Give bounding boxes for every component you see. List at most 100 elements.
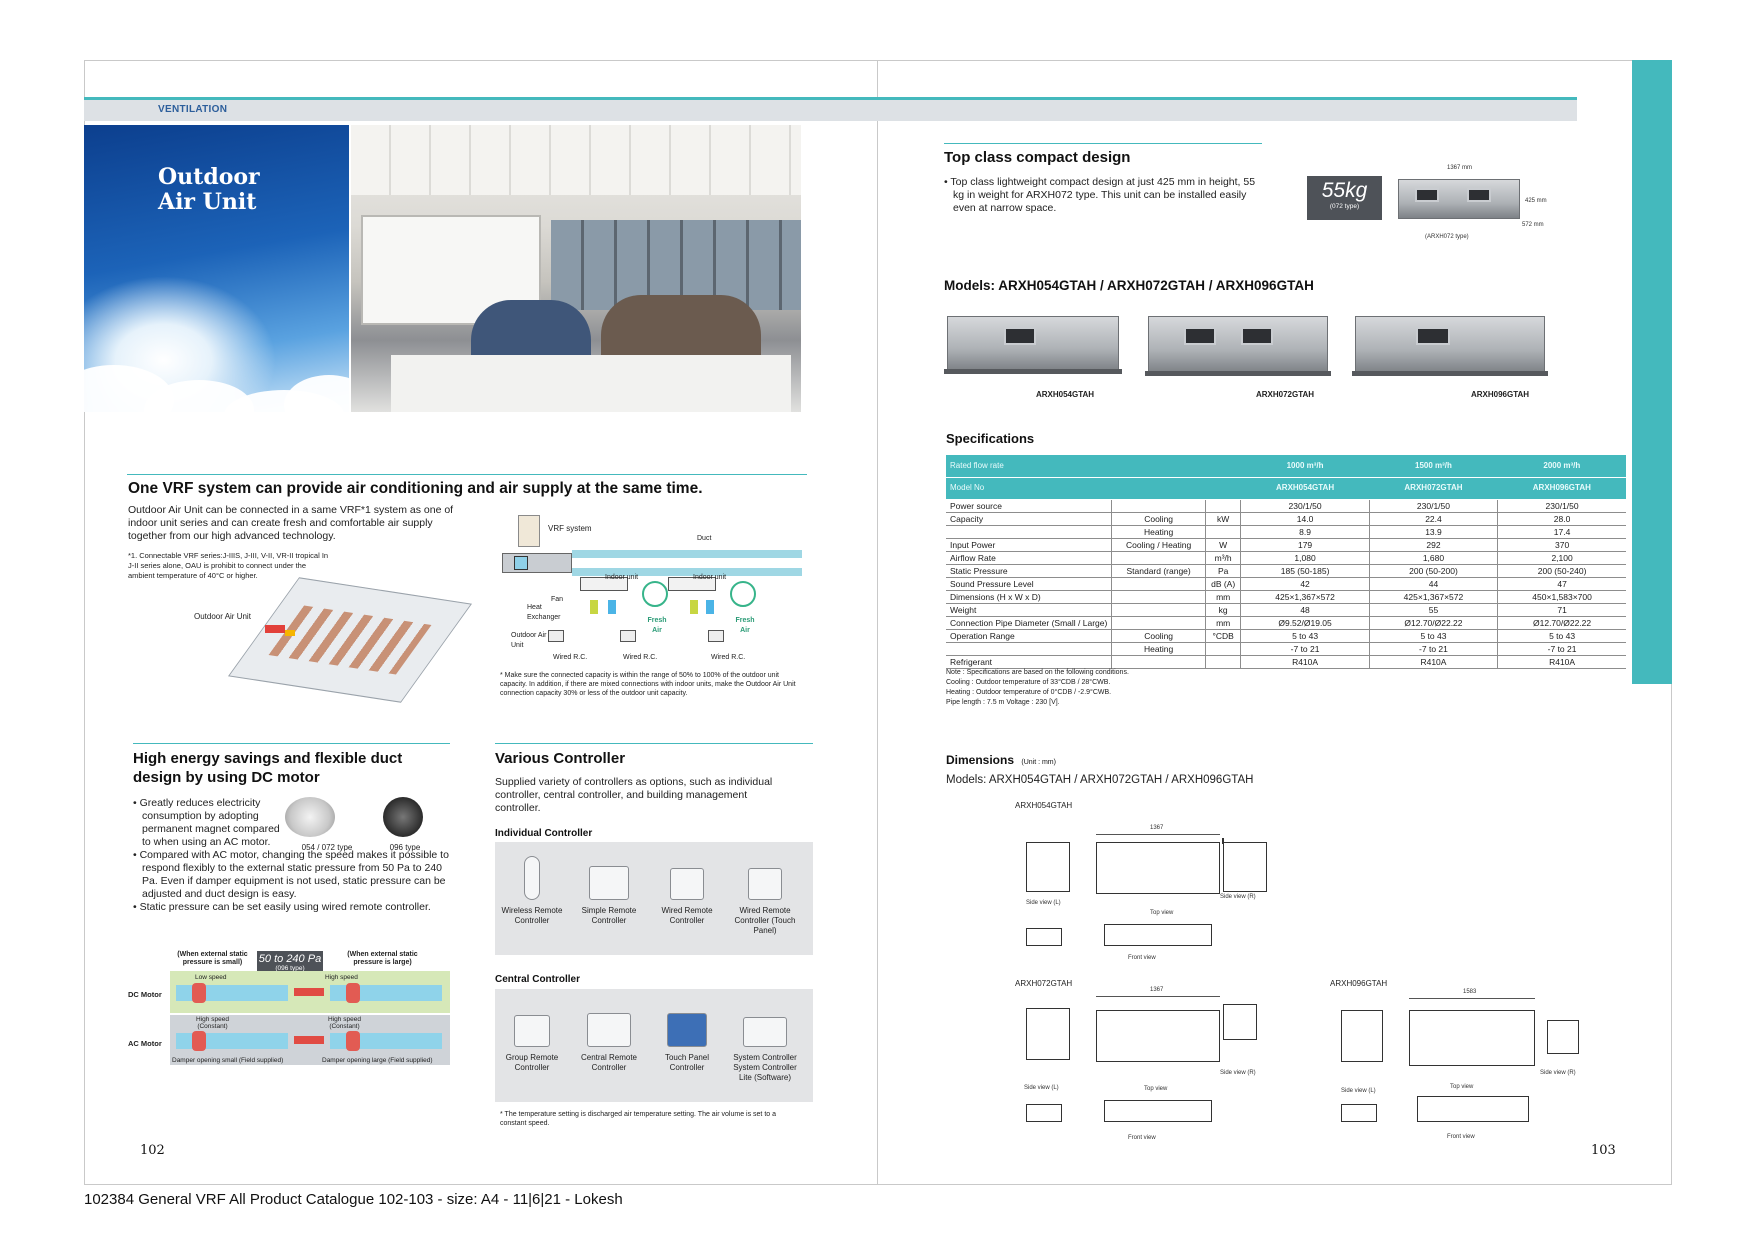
unit-image-096 — [1352, 316, 1548, 376]
central-controller-title: Central Controller — [495, 974, 581, 985]
individual-controller-panel: Wireless Remote Controller Simple Remote… — [495, 842, 813, 955]
model-no-096: ARXH096GTAH — [1497, 477, 1626, 500]
spec-cell-v0: Ø9.52/Ø19.05 — [1240, 616, 1370, 630]
model-no-072: ARXH072GTAH — [1369, 477, 1498, 500]
spec-cell-unit: Pa — [1204, 564, 1241, 578]
spec-cell-label — [946, 642, 1112, 656]
spec-cell-v1: R410A — [1368, 655, 1498, 669]
dc-motor-image-054 — [285, 797, 335, 837]
spec-cell-label: Refrigerant — [946, 655, 1112, 669]
spec-cell-sub — [1111, 499, 1206, 513]
diagram-outdoor-air-unit-label: Outdoor Air Unit — [511, 632, 547, 649]
section-tag: VENTILATION — [158, 104, 228, 115]
page-number-left: 102 — [140, 1143, 165, 1158]
spec-cell-label: Airflow Rate — [946, 551, 1112, 565]
spec-cell-v0: 48 — [1240, 603, 1370, 617]
weight-badge: 55kg (072 type) — [1307, 176, 1382, 220]
wired-remote-controller: Wired Remote Controller — [651, 868, 723, 926]
spec-row: Connection Pipe Diameter (Small / Large)… — [946, 616, 1626, 630]
diagram-fresh-air-label-2: Fresh Air — [735, 617, 755, 634]
central-controller-panel: Group Remote Controller Central Remote C… — [495, 989, 813, 1102]
dc-motor-label: DC Motor — [128, 990, 162, 999]
model-caption-072: ARXH072GTAH — [1255, 390, 1315, 399]
diagram-vrf-system-label: VRF system — [548, 524, 592, 533]
dimensions-heading: Dimensions (Unit : mm) — [946, 753, 1056, 767]
spec-cell-v2: 230/1/50 — [1497, 499, 1626, 513]
drawing-title-072: ARXH072GTAH — [1015, 979, 1073, 988]
spec-cell-unit: m³/h — [1204, 551, 1241, 565]
spec-cell-label: Static Pressure — [946, 564, 1112, 578]
side-tab — [1632, 60, 1672, 684]
unit-image-054 — [944, 316, 1122, 374]
compact-heading: Top class compact design — [944, 149, 1131, 166]
vrf-system-schematic — [490, 515, 805, 665]
spec-cell-label: Input Power — [946, 538, 1112, 552]
diagram-wired-rc-label-1: Wired R.C. — [553, 654, 588, 661]
spec-cell-sub: Cooling / Heating — [1111, 538, 1206, 552]
spec-cell-unit — [1204, 642, 1241, 656]
spec-cell-v1: 44 — [1368, 577, 1498, 591]
model-caption-054: ARXH054GTAH — [1035, 390, 1095, 399]
large-pressure-label: (When external static pressure is large) — [347, 951, 418, 966]
spec-cell-v2: 71 — [1497, 603, 1626, 617]
central-remote-controller: Central Remote Controller — [573, 1013, 645, 1073]
spec-cell-unit: °CDB — [1204, 629, 1241, 643]
compact-bullet: Top class lightweight compact design at … — [944, 176, 1259, 215]
vrf-capacity-note: * Make sure the connected capacity is wi… — [500, 672, 796, 697]
spec-cell-sub: Standard (range) — [1111, 564, 1206, 578]
touch-panel-controller: Touch Panel Controller — [651, 1013, 723, 1073]
compact-rule — [944, 143, 1262, 144]
spec-cell-v2: -7 to 21 — [1497, 642, 1626, 656]
motor-caption-096: 096 type — [389, 843, 421, 852]
dimensions-models-line: Models: ARXH054GTAH / ARXH072GTAH / ARXH… — [946, 774, 1254, 786]
spec-row: Heating-7 to 21-7 to 21-7 to 21 — [946, 642, 1626, 656]
diagram-wired-rc-label-2: Wired R.C. — [623, 654, 658, 661]
spec-cell-label: Weight — [946, 603, 1112, 617]
spec-cell-v1: 292 — [1368, 538, 1498, 552]
flow-054: 1000 m³/h — [1240, 455, 1370, 478]
dc-motor-image-096 — [383, 797, 423, 837]
diagram-fresh-air-label-1: Fresh Air — [647, 617, 667, 634]
vrf-isometric-diagram — [225, 570, 472, 720]
diagram-wired-rc-label-3: Wired R.C. — [711, 654, 746, 661]
flow-072: 1500 m³/h — [1369, 455, 1498, 478]
spec-cell-label: Operation Range — [946, 629, 1112, 643]
header-band — [84, 100, 1577, 121]
controllers-rule — [495, 743, 813, 744]
damper-large-label: Damper opening large (Field supplied) — [322, 1057, 433, 1064]
spec-cell-v1: 22.4 — [1368, 512, 1498, 526]
spec-cell-v0: R410A — [1240, 655, 1370, 669]
spec-cell-v2: 28.0 — [1497, 512, 1626, 526]
spec-cell-v1: 200 (50-200) — [1368, 564, 1498, 578]
small-pressure-label: (When external static pressure is small) — [177, 951, 248, 966]
spec-cell-v0: -7 to 21 — [1240, 642, 1370, 656]
spec-cell-v2: 2,100 — [1497, 551, 1626, 565]
diagram-duct-label: Duct — [697, 535, 712, 542]
spec-cell-v2: R410A — [1497, 655, 1626, 669]
spec-cell-label: Capacity — [946, 512, 1112, 526]
dimension-drawing-054: 1367 Side view (L) Top view Side view (R… — [1020, 812, 1280, 967]
spec-cell-sub — [1111, 603, 1206, 617]
model-no-054: ARXH054GTAH — [1240, 477, 1370, 500]
spec-cell-v2: 5 to 43 — [1497, 629, 1626, 643]
ac-high-speed-label-2: High speed (Constant) — [328, 1016, 361, 1030]
dim-depth-label: 572 mm — [1522, 222, 1544, 228]
sky-image — [84, 125, 349, 412]
specifications-table: Rated flow rate 1000 m³/h 1500 m³/h 2000… — [946, 455, 1626, 669]
spec-cell-v0: 8.9 — [1240, 525, 1370, 539]
spec-cell-v1: 1,680 — [1368, 551, 1498, 565]
header-rule — [84, 97, 1577, 100]
drawing-title-054: ARXH054GTAH — [1015, 801, 1073, 810]
spec-cell-v2: 47 — [1497, 577, 1626, 591]
spec-cell-unit: mm — [1204, 590, 1241, 604]
page-number-right: 103 — [1591, 1143, 1616, 1158]
spec-cell-unit: dB (A) — [1204, 577, 1241, 591]
spec-cell-label: Power source — [946, 499, 1112, 513]
controllers-heading: Various Controller — [495, 750, 626, 767]
